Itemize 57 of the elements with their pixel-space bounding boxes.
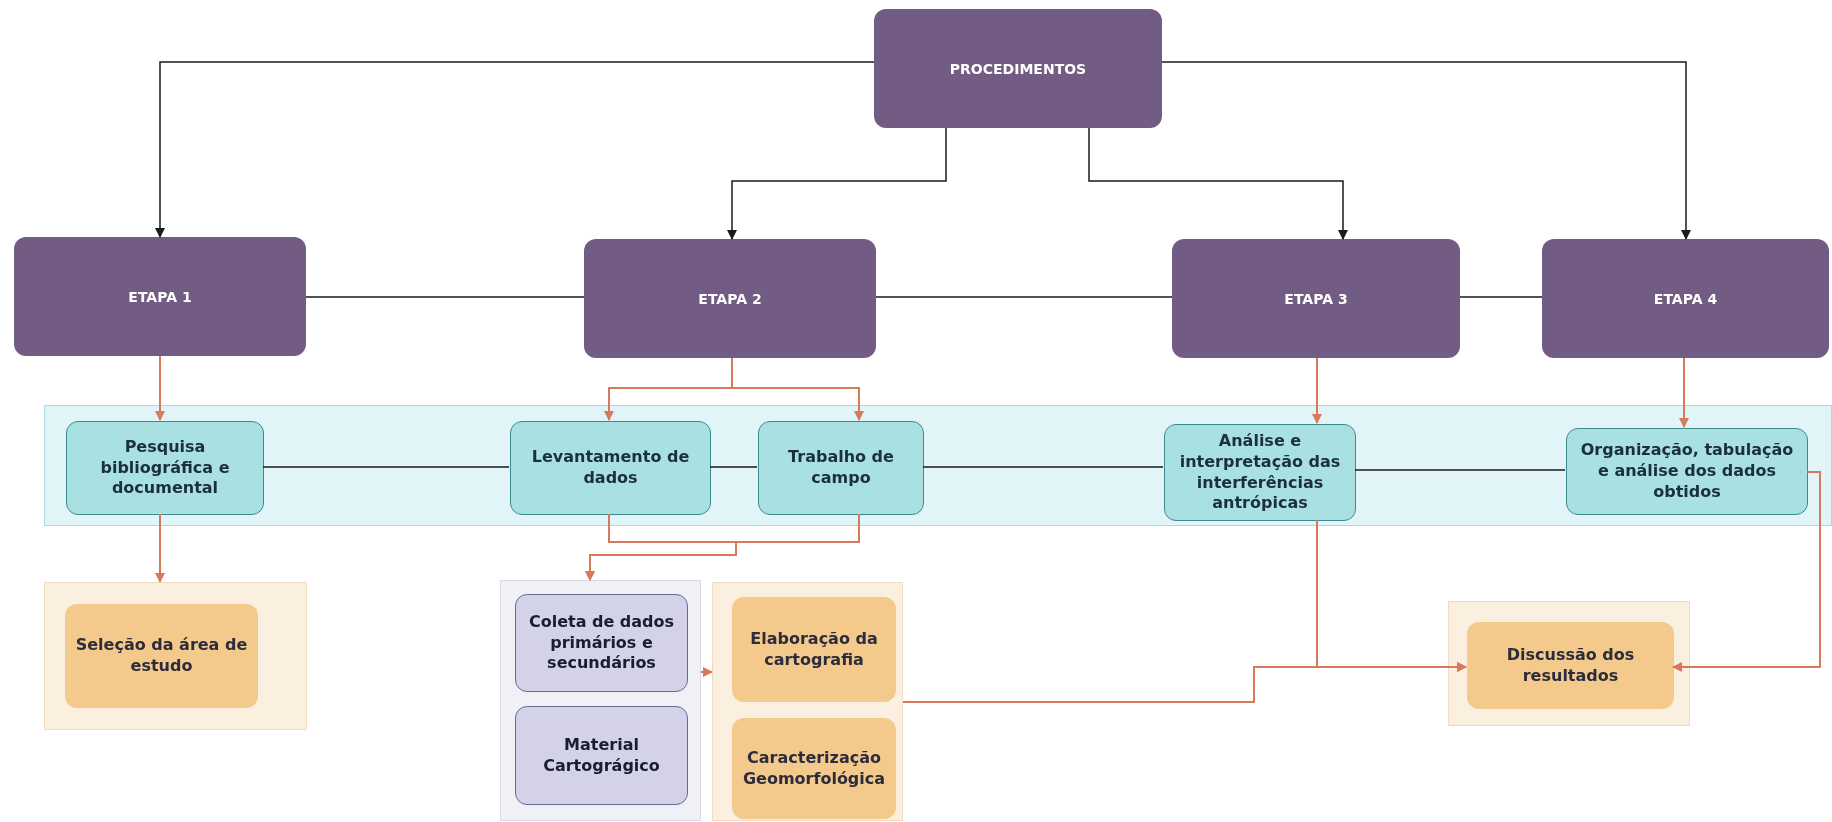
node-label: Levantamento de dados [530,447,691,489]
band-background [44,405,1832,526]
heading-box [874,9,1162,128]
arrow [727,127,947,240]
connector-line [1459,296,1543,298]
process-box [1164,424,1356,521]
node-label: Análise e interpretação das interferências antrópicas [1178,430,1342,515]
node-label: Caracterização Geomorfológica [741,747,887,790]
node-label: Material Cartográgico [542,734,661,777]
connector-line [922,466,1164,468]
node-label: ETAPA 1 [128,288,192,305]
arrow [155,355,165,421]
stage-box [584,239,876,358]
result-box [732,718,896,819]
arrow [585,513,860,581]
node-label: Pesquisa bibliográfica e documental [99,436,231,500]
arrow [1316,519,1467,672]
node-label: ETAPA 4 [1653,290,1718,307]
process-box [66,421,264,515]
stage-box [14,237,306,356]
connector-line [1354,469,1566,471]
arrow [155,61,875,238]
group-panel [44,582,307,730]
arrow [1312,357,1322,424]
node-label: Elaboração da cartografia [749,628,879,671]
connector-line [305,296,585,298]
stage-box [1542,239,1829,358]
stage-box [1172,239,1460,358]
input-box [515,594,688,692]
process-box [1566,428,1808,515]
input-box [515,706,688,805]
result-box [65,604,258,708]
node-label: Trabalho de campo [787,447,895,489]
arrow [700,667,713,677]
node-label: PROCEDIMENTOS [949,60,1087,77]
process-box [510,421,711,515]
arrow [155,513,165,583]
node-label: Discussão dos resultados [1505,644,1636,687]
node-label: ETAPA 2 [698,290,762,307]
process-box [758,421,924,515]
arrow [1088,127,1348,240]
result-box [1467,622,1674,709]
connector-line [262,466,510,468]
connector-line [709,466,758,468]
result-box [732,597,896,702]
arrow [1672,471,1821,672]
arrow [1161,61,1691,240]
node-label: Coleta de dados primários e secundários [527,611,676,675]
node-label: ETAPA 3 [1284,290,1348,307]
connector-line [875,296,1173,298]
group-panel [500,580,701,821]
arrow [731,357,864,421]
group-panel [712,582,903,821]
node-label: Seleção da área de estudo [74,635,249,677]
arrow [1679,357,1689,428]
node-label: Organização, tabulação e análise dos dados obtidos [1579,440,1795,503]
group-panel [1448,601,1690,726]
